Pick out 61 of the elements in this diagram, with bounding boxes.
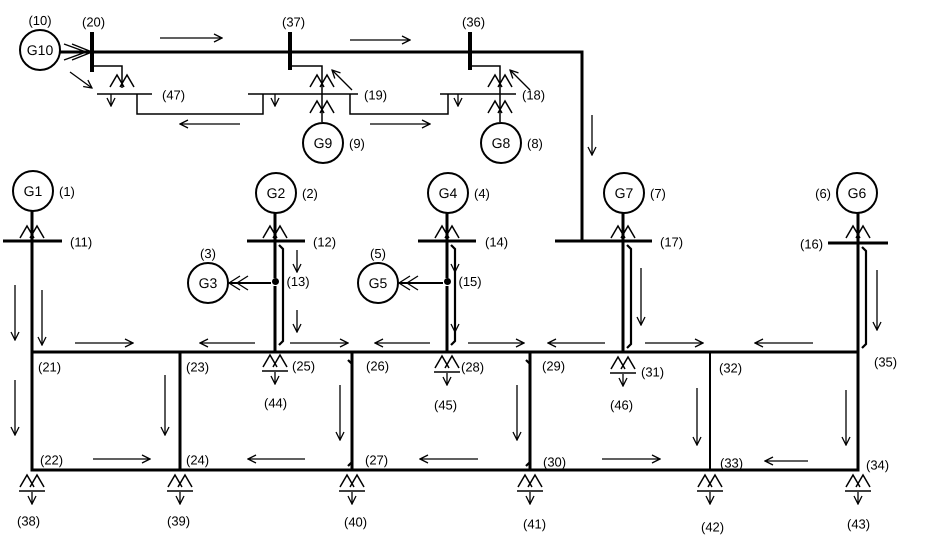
bus-number-label: (34)	[866, 458, 890, 472]
generator-circle: G3	[187, 262, 229, 304]
bus-number-label: (35)	[874, 354, 898, 370]
generator-number: (3)	[200, 246, 216, 261]
generator-circle: G7	[603, 172, 645, 214]
bus-number-label: (19)	[364, 88, 388, 102]
bus-number-label: (42)	[701, 520, 724, 534]
bus-number-label: (18)	[522, 88, 546, 102]
bus-number-label: (29)	[542, 358, 566, 374]
generator-number: (2)	[302, 186, 318, 200]
connection-line	[228, 275, 271, 291]
bus-number-label: (47)	[162, 88, 186, 102]
generator-number: (7)	[650, 186, 666, 200]
bus-number-label: (43)	[847, 516, 870, 532]
bus-number-label: (46)	[610, 398, 634, 412]
bus-number-label: (37)	[282, 14, 306, 30]
bus-number-label: (41)	[523, 516, 546, 532]
bus-number-label: (44)	[264, 396, 288, 410]
bus-number-label: (36)	[462, 14, 486, 30]
bus-number-label: (27)	[365, 452, 388, 468]
generator-circle: G4	[427, 172, 469, 214]
bus-number-label: (30)	[543, 454, 566, 470]
generator-circle: G5	[357, 262, 399, 304]
generator-number: (10)	[28, 13, 52, 28]
bus-number-label: (22)	[40, 452, 64, 468]
bus-number-label: (31)	[641, 364, 664, 380]
bus-number-label: (13)	[286, 274, 310, 289]
bus-number-label: (39)	[167, 514, 190, 528]
generator-circle: G8	[480, 122, 522, 164]
generator-circle: G2	[255, 172, 297, 214]
bus-number-label: (40)	[344, 514, 368, 530]
bus-number-label: (33)	[720, 456, 744, 470]
generator-number: (1)	[59, 184, 75, 198]
bus-number-label: (11)	[70, 234, 92, 250]
bus-number-label: (24)	[186, 452, 210, 468]
bus-number-label: (23)	[186, 360, 210, 374]
connection-line	[446, 212, 448, 278]
bus-number-label: (12)	[313, 234, 336, 250]
generator-number: (4)	[474, 186, 490, 200]
generator-circle: G9	[302, 122, 344, 164]
generator-number: (6)	[815, 186, 831, 200]
bus-number-label: (32)	[719, 360, 742, 376]
connection-line	[274, 212, 276, 278]
generator-circle: G10	[19, 29, 61, 71]
generator-number: (8)	[527, 136, 543, 150]
bus-number-label: (14)	[485, 234, 508, 250]
bus-number-label: (15)	[458, 274, 482, 289]
connection-line	[398, 275, 443, 291]
bus-number-label: (28)	[461, 360, 484, 374]
bus-number-label: (38)	[17, 514, 40, 528]
bus-number-label: (17)	[660, 234, 684, 250]
bus-number-label: (21)	[38, 360, 62, 374]
bus-number-label: (45)	[434, 398, 458, 412]
generator-circle: G6	[836, 172, 878, 214]
bus-number-label: (25)	[292, 358, 316, 374]
bus-number-label: (20)	[82, 14, 106, 30]
generator-circle: G1	[12, 170, 54, 212]
generator-number: (5)	[370, 246, 386, 261]
bus-number-label: (26)	[366, 358, 390, 374]
bus-number-label: (16)	[800, 236, 824, 252]
generator-number: (9)	[349, 136, 365, 150]
